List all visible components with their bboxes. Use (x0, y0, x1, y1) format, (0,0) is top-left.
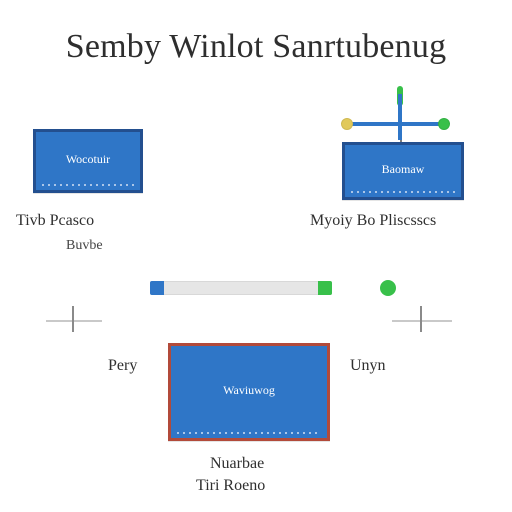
status-dot-icon (380, 280, 396, 296)
connection-progress-bar (150, 281, 332, 295)
left-axis-tick-icon (72, 306, 74, 332)
side-label-right: Unyn (350, 357, 386, 374)
hub-horizontal-line-icon (350, 122, 442, 126)
diagram-title: Semby Winlot Sanrtubenug (65, 28, 447, 65)
progress-start-icon (150, 281, 164, 295)
left-device-caption-line2: Buvbe (66, 238, 103, 253)
right-device-caption: Myoiy Bo Pliscsscs (310, 212, 437, 229)
hub-vertical-line-icon (398, 94, 402, 140)
left-device-screen-label: Wocotuir (65, 151, 111, 166)
left-device-screen: Wocotuir (33, 129, 143, 193)
right-device-screen-label: Baomaw (381, 161, 425, 176)
bottom-device-screen-label: Waviuwog (223, 382, 275, 397)
bottom-device-caption-line2: Tiri Roeno (196, 477, 266, 494)
bottom-device-screen: Waviuwog (168, 343, 330, 441)
left-device-caption-line1: Tivb Pcasco (16, 212, 95, 229)
side-label-left: Pery (108, 357, 138, 374)
right-device-screen: Baomaw (342, 142, 464, 200)
hub-left-node-icon (341, 118, 353, 130)
hub-right-node-icon (438, 118, 450, 130)
right-axis-line (392, 320, 452, 322)
progress-end-icon (318, 281, 332, 295)
bottom-device-caption-line1: Nuarbae (210, 455, 265, 472)
left-axis-line (46, 320, 102, 322)
right-axis-tick-icon (420, 306, 422, 332)
